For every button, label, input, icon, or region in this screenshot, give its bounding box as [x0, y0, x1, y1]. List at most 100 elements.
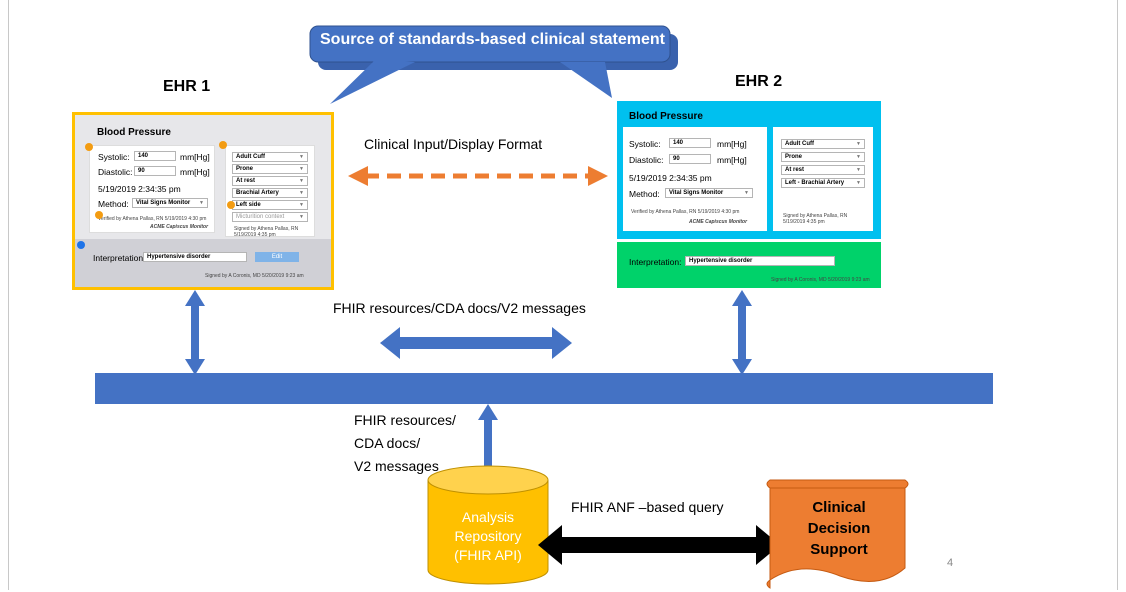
chevron-down-icon: ▼: [299, 178, 304, 184]
repository-cylinder-top: [427, 465, 549, 495]
cds-label: Clinical Decision Support: [772, 497, 906, 560]
ehr2-option-select[interactable]: At rest ▼: [781, 165, 865, 175]
cds-line-2: Decision: [807, 520, 871, 537]
ehr2-option-select[interactable]: Adult Cuff▼: [781, 139, 865, 149]
chevron-down-icon: ▼: [856, 180, 861, 186]
ehr2-diastolic-unit: mm[Hg]: [717, 155, 747, 165]
chevron-down-icon: ▼: [299, 154, 304, 160]
ehr1-datetime: 5/19/2019 2:34:35 pm: [98, 184, 181, 194]
chevron-down-icon: ▼: [299, 202, 304, 208]
ehr2-interp-label: Interpretation:: [629, 257, 682, 267]
ehr2-diastolic-label: Diastolic:: [629, 155, 664, 165]
ehr1-panel: Blood Pressure Systolic: 140 mm[Hg] Dias…: [72, 112, 334, 290]
ehr1-option-value: Left side: [236, 202, 261, 208]
ehr1-diastolic-unit: mm[Hg]: [180, 167, 210, 177]
ehr1-interp-label: Interpretation:: [93, 253, 146, 263]
ehr1-interp-input[interactable]: Hypertensive disorder: [143, 252, 247, 262]
ehr2-interp-input[interactable]: Hypertensive disorder: [685, 256, 835, 266]
ehr1-bus-arrow-bottom: [185, 359, 205, 375]
chevron-down-icon: ▼: [744, 190, 749, 196]
ehr1-title: Blood Pressure: [97, 127, 171, 138]
query-arrow-shaft: [558, 537, 758, 553]
ehr2-panel: Blood Pressure Systolic: 140 mm[Hg] Dias…: [617, 101, 881, 239]
ehr1-bus-arrow-shaft: [191, 305, 199, 361]
exchange-arrow-left-head: [380, 327, 400, 359]
chevron-down-icon: ▼: [299, 166, 304, 172]
ehr1-method-label: Method:: [98, 199, 129, 209]
ehr1-options-card: Adult Cuff ▼ Prone▼ At rest ▼ Brachial Art…: [225, 145, 315, 238]
repository-cylinder-body: [427, 480, 549, 585]
ehr1-option-select[interactable]: Prone▼: [232, 164, 308, 174]
ehr2-interp-signed: Signed by A Coronis, MD 5/20/2019 9:23 a…: [771, 277, 870, 283]
chevron-down-icon: ▼: [856, 167, 861, 173]
ehr2-systolic-input[interactable]: 140: [669, 138, 711, 148]
fhir-stack-line-1: FHIR resources/: [354, 412, 456, 428]
ehr1-systolic-label: Systolic:: [98, 152, 130, 162]
ehr1-device: ACME Capiscus Monitor: [150, 224, 209, 230]
callout-bubble: [309, 25, 671, 63]
cds-line-3: Support: [810, 541, 868, 558]
callout-text: Source of standards-based clinical state…: [320, 31, 665, 48]
repository-line-1: Analysis: [461, 509, 515, 525]
ehr2-bus-arrow-bottom: [732, 359, 752, 375]
chevron-down-icon: ▼: [856, 141, 861, 147]
ehr1-option-value: At rest: [236, 178, 256, 184]
annotation-marker-icon: [85, 143, 93, 151]
callout-tail-right: [560, 62, 612, 98]
ehr2-verified: Verified by Athena Pallas, RN 5/19/2019 …: [631, 209, 740, 215]
ehr1-option-value: Brachial Artery: [236, 190, 279, 196]
ehr2-method-label: Method:: [629, 189, 660, 199]
chevron-down-icon: ▼: [299, 190, 304, 196]
ehr2-interpretation-strip: Interpretation: Hypertensive disorder Si…: [617, 242, 881, 288]
annotation-marker-icon: [227, 201, 235, 209]
fhir-stack-line-2: CDA docs/: [354, 435, 421, 451]
ehr1-option-select[interactable]: At rest ▼: [232, 176, 308, 186]
annotation-marker-icon: [95, 211, 103, 219]
ehr1-option-value: Adult Cuff: [236, 154, 265, 160]
repository-line-2: Repository: [454, 528, 522, 544]
clinical-format-label: Clinical Input/Display Format: [364, 136, 543, 152]
ehr1-option-select[interactable]: Micturition context▼: [232, 212, 308, 222]
anf-query-label: FHIR ANF –based query: [571, 499, 724, 515]
clinical-format-arrow-left-head: [348, 166, 368, 186]
ehr1-option-select[interactable]: Left side ▼: [232, 200, 308, 210]
repository-line-3: (FHIR API): [454, 547, 522, 563]
ehr2-title: Blood Pressure: [629, 111, 703, 122]
ehr2-bus-arrow-shaft: [738, 305, 746, 361]
ehr1-option-value: Micturition context: [236, 214, 285, 220]
ehr2-option-value: Prone: [785, 154, 803, 160]
ehr2-systolic-unit: mm[Hg]: [717, 139, 747, 149]
ehr1-systolic-input[interactable]: 140: [134, 151, 176, 161]
ehr1-method-select[interactable]: Vital Signs Monitor▼: [132, 198, 208, 208]
ehr1-interpretation-strip: Interpretation: Hypertensive disorder Ed…: [75, 239, 331, 287]
repository-label: Analysis Repository (FHIR API): [428, 508, 548, 565]
annotation-marker-icon: [219, 141, 227, 149]
ehr2-label: EHR 2: [735, 73, 783, 90]
integration-bus: [95, 373, 993, 404]
ehr2-method-select[interactable]: Vital Signs Monitor▼: [665, 188, 753, 198]
ehr2-option-select[interactable]: Prone▼: [781, 152, 865, 162]
ehr2-option-select[interactable]: Left - Brachial Artery▼: [781, 178, 865, 188]
ehr1-signed: Signed by Athena Pallas, RN 5/19/2019 4:…: [234, 226, 299, 238]
ehr1-edit-button[interactable]: Edit: [255, 252, 299, 262]
ehr1-interp-signed: Signed by A Coronis, MD 5/20/2019 9:23 a…: [205, 273, 304, 279]
ehr2-vitals-card: Systolic: 140 mm[Hg] Diastolic: 90 mm[Hg…: [623, 127, 767, 231]
query-arrow-right-head: [756, 525, 780, 565]
ehr2-diastolic-input[interactable]: 90: [669, 154, 711, 164]
page-number: 4: [947, 557, 954, 569]
ehr1-option-select[interactable]: Brachial Artery ▼: [232, 188, 308, 198]
ehr1-bus-arrow-top: [185, 290, 205, 306]
fhir-resources-label: FHIR resources/CDA docs/V2 messages: [333, 300, 586, 316]
ehr1-diastolic-input[interactable]: 90: [134, 166, 176, 176]
ehr2-device: ACME Capiscus Monitor: [689, 219, 748, 225]
ehr1-diastolic-label: Diastolic:: [98, 167, 133, 177]
ehr2-signed: Signed by Athena Pallas, RN 5/19/2019 4:…: [783, 213, 848, 225]
ehr1-vitals-card: Systolic: 140 mm[Hg] Diastolic: 90 mm[Hg…: [89, 145, 215, 233]
repo-arrow-shaft: [484, 418, 492, 478]
repo-arrow-top: [478, 404, 498, 420]
ehr1-option-select[interactable]: Adult Cuff ▼: [232, 152, 308, 162]
fhir-stack-line-3: V2 messages: [354, 458, 439, 474]
callout-tail-left: [330, 60, 415, 104]
ehr2-option-value: At rest: [785, 167, 805, 173]
